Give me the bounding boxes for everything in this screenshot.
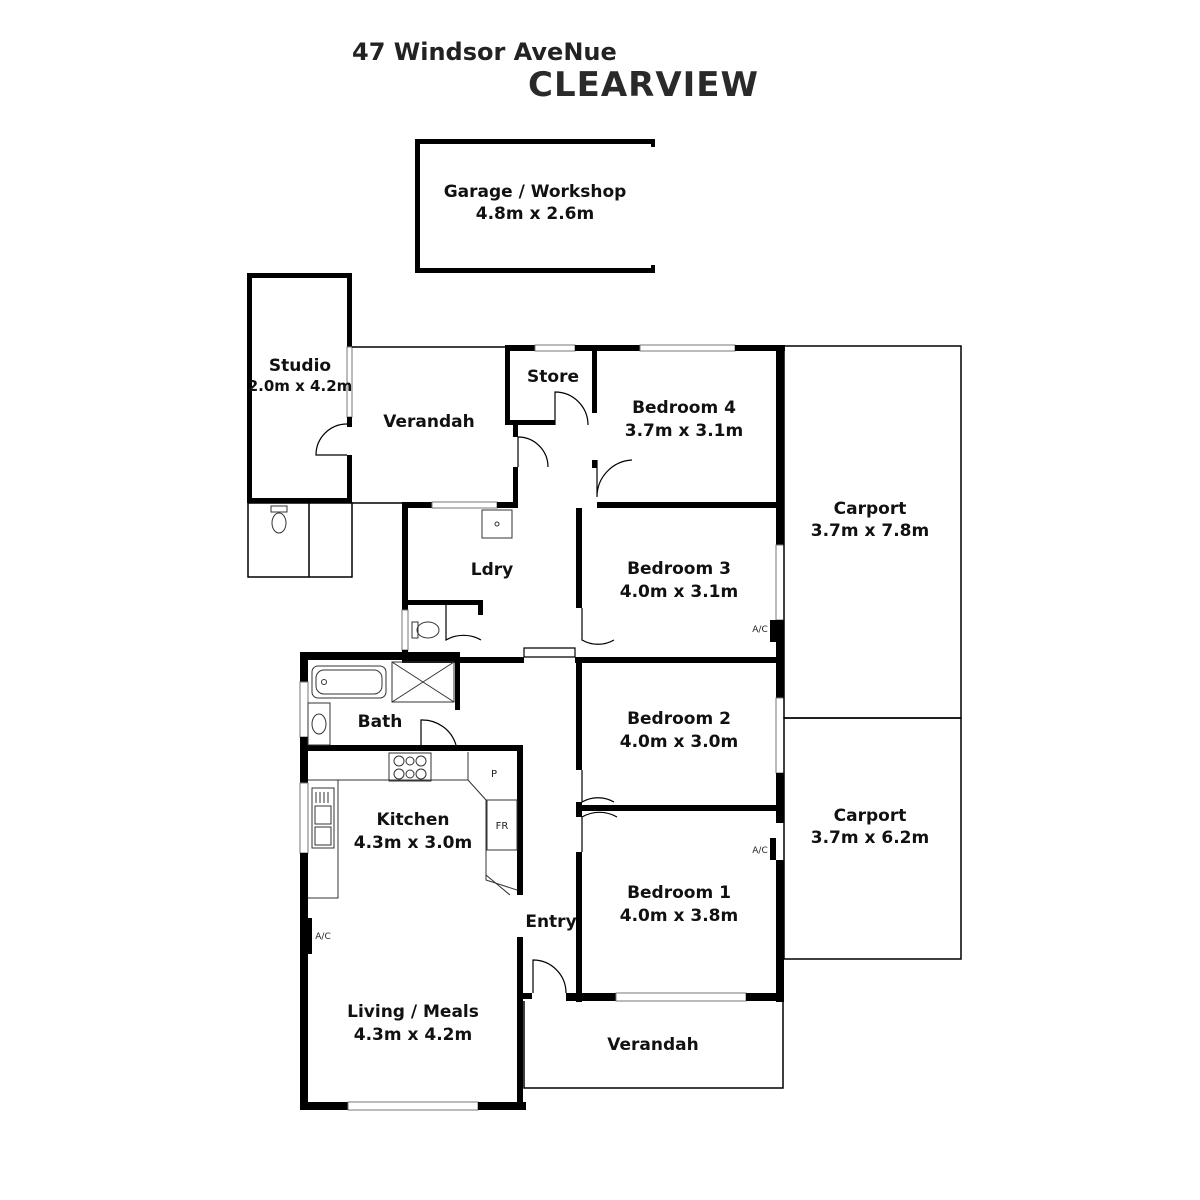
bedroom4-label: Bedroom 4 — [632, 398, 736, 418]
house-walls — [299, 344, 785, 1111]
carport-outline — [783, 345, 962, 960]
pantry-label: P — [491, 769, 497, 780]
living-size: 4.3m x 4.2m — [354, 1025, 472, 1045]
bedroom1-size: 4.0m x 3.8m — [620, 906, 738, 926]
ac-label-bedroom3: A/C — [752, 625, 767, 635]
fridge-label: FR — [496, 821, 509, 832]
ac-label-bedroom1: A/C — [752, 846, 767, 856]
studio-door — [315, 423, 348, 456]
bedroom4-size: 3.7m x 3.1m — [625, 421, 743, 441]
kitchen-label: Kitchen — [377, 810, 450, 830]
cooktop-icon — [388, 752, 432, 782]
ac-label-living: A/C — [315, 932, 330, 942]
shower-icon — [391, 661, 455, 703]
kitchen-size: 4.3m x 3.0m — [354, 833, 472, 853]
sink-icon — [311, 787, 335, 849]
carport-front-size: 3.7m x 6.2m — [811, 828, 929, 848]
toilet-icon — [416, 621, 440, 639]
laundry-label: Ldry — [471, 560, 513, 580]
address-title: 47 Windsor AveNue — [352, 38, 617, 66]
garage-label: Garage / Workshop — [444, 182, 627, 202]
fixtures — [307, 509, 776, 954]
bedroom3-size: 4.0m x 3.1m — [620, 582, 738, 602]
rear-verandah-label: Verandah — [383, 412, 474, 432]
studio-toilet-icon — [271, 512, 287, 534]
store-label: Store — [527, 367, 579, 387]
garage-outline — [415, 139, 655, 273]
carport-rear-size: 3.7m x 7.8m — [811, 521, 929, 541]
front-verandah-outline — [523, 1001, 784, 1089]
bedroom2-size: 4.0m x 3.0m — [620, 732, 738, 752]
suburb-title: CLEARVIEW — [528, 65, 759, 105]
front-verandah-label: Verandah — [607, 1035, 698, 1055]
doors — [420, 391, 633, 994]
entry-label: Entry — [525, 912, 576, 932]
bath-label: Bath — [358, 712, 403, 732]
garage-size: 4.8m x 2.6m — [476, 204, 594, 224]
bedroom3-label: Bedroom 3 — [627, 559, 731, 579]
carport-front-label: Carport — [834, 806, 907, 826]
living-label: Living / Meals — [347, 1002, 479, 1022]
studio-ensuite — [247, 502, 402, 578]
carport-rear-label: Carport — [834, 499, 907, 519]
studio-size: 2.0m x 4.2m — [248, 377, 353, 395]
bedroom2-label: Bedroom 2 — [627, 709, 731, 729]
bedroom1-label: Bedroom 1 — [627, 883, 731, 903]
bathtub-icon — [311, 665, 387, 699]
studio-outline — [247, 273, 353, 503]
studio-label: Studio — [269, 356, 331, 376]
